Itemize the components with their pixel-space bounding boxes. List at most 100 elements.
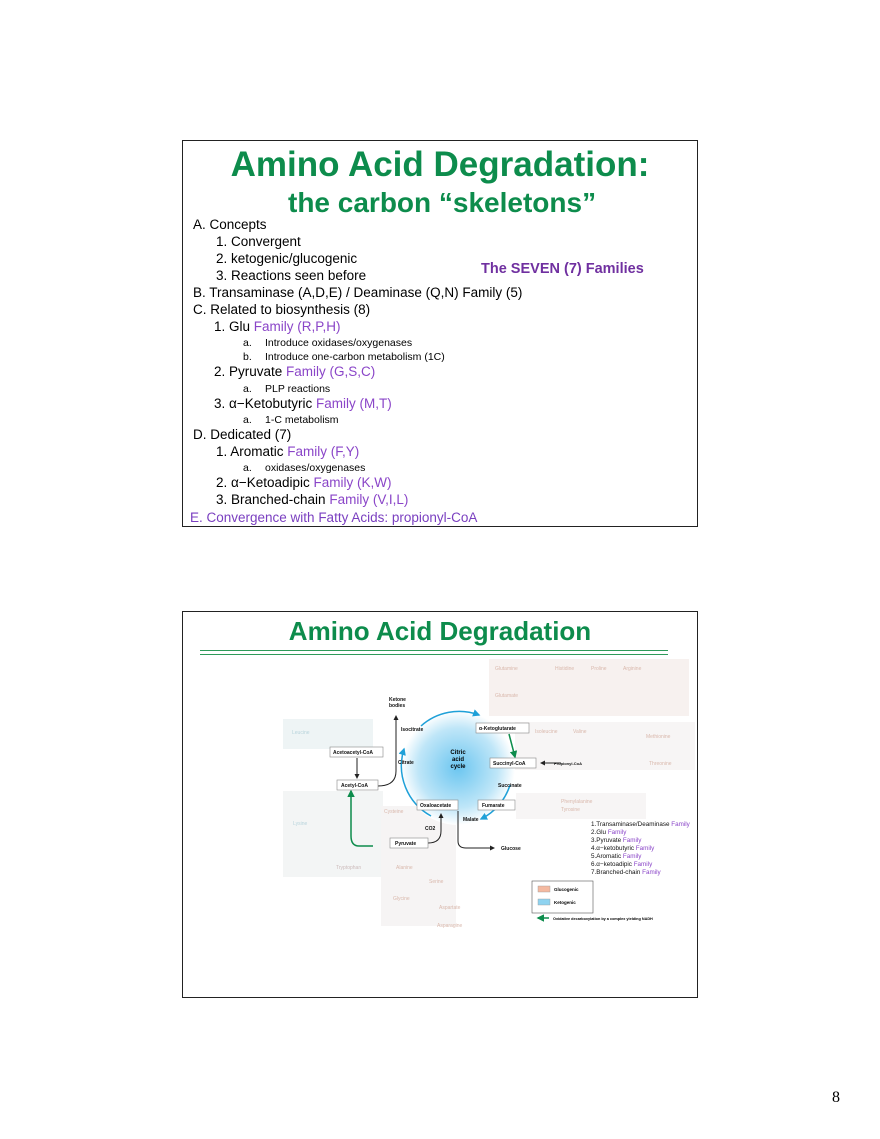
aa-tryptophan: Tryptophan bbox=[336, 865, 361, 871]
outline-c1a: Introduce oxidases/oxygenases bbox=[265, 337, 413, 349]
outline-c2a: PLP reactions bbox=[265, 383, 331, 395]
aa-methionine: Methionine bbox=[646, 734, 671, 740]
node-acetylcoa: Acetyl-CoA bbox=[341, 783, 368, 789]
cycle-label: cycle bbox=[450, 764, 466, 770]
aa-valine: Valine bbox=[573, 729, 587, 735]
marker: a. bbox=[243, 383, 252, 395]
aa-histidine: Histidine bbox=[555, 666, 574, 672]
aa-lysine: Lysine bbox=[293, 821, 307, 827]
marker: a. bbox=[243, 414, 252, 426]
aa-serine: Serine bbox=[429, 879, 444, 885]
outline-a3: 3. Reactions seen before bbox=[216, 268, 367, 283]
cycle-label: Citric bbox=[450, 750, 466, 756]
title-rule bbox=[200, 650, 668, 655]
citric-acid-cycle-disc bbox=[401, 711, 515, 825]
node-box bbox=[329, 746, 384, 758]
aa-glutamate: Glutamate bbox=[495, 693, 518, 699]
page-number: 8 bbox=[832, 1089, 840, 1106]
legend-ketogenic: Ketogenic bbox=[554, 900, 576, 905]
aa-proline: Proline bbox=[591, 666, 607, 672]
oxidative-arrow bbox=[347, 789, 373, 847]
ketogenic-swatch bbox=[537, 898, 551, 906]
family-label: Family (M,T) bbox=[315, 396, 392, 411]
cycle-label: acid bbox=[452, 757, 464, 763]
node-box bbox=[489, 757, 537, 769]
item-label: 3. Branched-chain bbox=[216, 492, 330, 507]
lysine-region bbox=[283, 791, 383, 877]
marker: a. bbox=[243, 337, 252, 349]
outline-a2: 2. ketogenic/glucogenic bbox=[216, 251, 358, 266]
outline-d: D. Dedicated (7) bbox=[193, 427, 292, 442]
arrow bbox=[427, 813, 444, 844]
aa-tyrosine: Tyrosine bbox=[561, 807, 580, 813]
node-succinate: Succinate bbox=[498, 783, 522, 789]
marker: b. bbox=[243, 351, 252, 363]
aa-aspartate: Aspartate bbox=[439, 905, 461, 911]
family-label: Family (V,I,L) bbox=[329, 492, 409, 507]
slide-title: Amino Acid Degradation bbox=[288, 616, 592, 646]
faded-amino-acids: Glutamine Histidine Proline Arginine Glu… bbox=[292, 666, 672, 929]
node-akg: α-Ketoglutarate bbox=[479, 726, 516, 732]
legend-box bbox=[531, 880, 594, 914]
item-label: 1. Aromatic bbox=[216, 444, 288, 459]
aa-arginine: Arginine bbox=[623, 666, 642, 672]
item-label: 1. Glu bbox=[214, 319, 254, 334]
outline-c2: 2. Pyruvate Family (G,S,C) bbox=[214, 365, 375, 379]
node-propionyl: Propionyl-CoA bbox=[554, 761, 582, 766]
outline-e: E. Convergence with Fatty Acids: propion… bbox=[190, 510, 478, 525]
node-fumarate: Fumarate bbox=[482, 803, 505, 809]
aa-glutamine: Glutamine bbox=[495, 666, 518, 672]
node-citrate: Citrate bbox=[398, 760, 414, 766]
aa-threonine: Threonine bbox=[649, 761, 672, 767]
node-co2: CO2 bbox=[425, 826, 436, 832]
outline-a1: 1. Convergent bbox=[216, 234, 301, 249]
outline-d2: 2. α−Ketoadipic Family (K,W) bbox=[216, 476, 392, 490]
node-isocitrate: Isocitrate bbox=[401, 727, 423, 733]
leucine-region bbox=[283, 719, 373, 749]
aa-isoleucine: Isoleucine bbox=[535, 729, 558, 735]
glucogenic-swatch bbox=[537, 885, 551, 893]
aa-phenylalanine: Phenylalanine bbox=[561, 799, 593, 805]
node-box bbox=[475, 722, 530, 734]
legend-glucogenic: Glucogenic bbox=[554, 887, 579, 892]
node-acetoacetyl: Acetoacetyl-CoA bbox=[333, 750, 373, 756]
family-list: 1.Transaminase/Deaminase Family 2.Glu Fa… bbox=[591, 821, 691, 876]
legend-oxidative: Oxidative decarboxylation by a complex y… bbox=[553, 917, 653, 921]
aa-asparagine: Asparagine bbox=[437, 923, 463, 929]
node-box bbox=[416, 799, 459, 811]
outline-b: B. Transaminase (A,D,E) / Deaminase (Q,N… bbox=[193, 285, 523, 300]
family-item: 3.Pyruvate Family bbox=[591, 837, 642, 844]
aromatic-region bbox=[516, 793, 646, 819]
cycle-arrow bbox=[398, 747, 432, 817]
slide-subtitle: the carbon “skeletons” bbox=[288, 187, 597, 218]
marker: a. bbox=[243, 462, 252, 474]
family-label: Family (R,P,H) bbox=[253, 319, 341, 334]
family-item: 6.α−ketoadipic Family bbox=[591, 861, 653, 868]
node-oxaloacetate: Oxaloacetate bbox=[420, 803, 451, 809]
arrow bbox=[377, 715, 399, 787]
slide-1: Amino Acid Degradation: the carbon “skel… bbox=[182, 140, 698, 527]
amino-acid-degradation-diagram: Glutamine Histidine Proline Arginine Glu… bbox=[283, 659, 695, 929]
outline-c1b: Introduce one-carbon metabolism (1C) bbox=[265, 351, 445, 363]
cycle-arrow bbox=[420, 709, 481, 727]
node-box bbox=[477, 799, 516, 811]
node-malate: Malate bbox=[463, 817, 479, 823]
oxidative-arrow bbox=[508, 733, 518, 759]
family-label: Family (G,S,C) bbox=[286, 364, 376, 379]
node-box bbox=[389, 837, 429, 849]
node-succinylcoa: Succinyl-CoA bbox=[493, 761, 526, 767]
outline-d3: 3. Branched-chain Family (V,I,L) bbox=[216, 493, 408, 507]
node-box bbox=[336, 779, 379, 791]
family-item: 1.Transaminase/Deaminase Family bbox=[591, 821, 691, 828]
item-label: 3. α−Ketobutyric bbox=[214, 396, 316, 411]
family-label: Family (K,W) bbox=[313, 475, 392, 490]
branched-region bbox=[515, 722, 695, 770]
node-ketone: bodies bbox=[389, 703, 405, 709]
aa-leucine: Leucine bbox=[292, 730, 310, 736]
slide-2: Amino Acid Degradation Glutamine Histidi… bbox=[182, 611, 698, 998]
item-label: 2. Pyruvate bbox=[214, 364, 287, 379]
outline-a: A. Concepts bbox=[193, 217, 267, 232]
outline-c3: 3. α−Ketobutyric Family (M,T) bbox=[214, 397, 392, 411]
family-item: 2.Glu Family bbox=[591, 829, 627, 836]
families-callout: The SEVEN (7) Families bbox=[481, 261, 644, 277]
